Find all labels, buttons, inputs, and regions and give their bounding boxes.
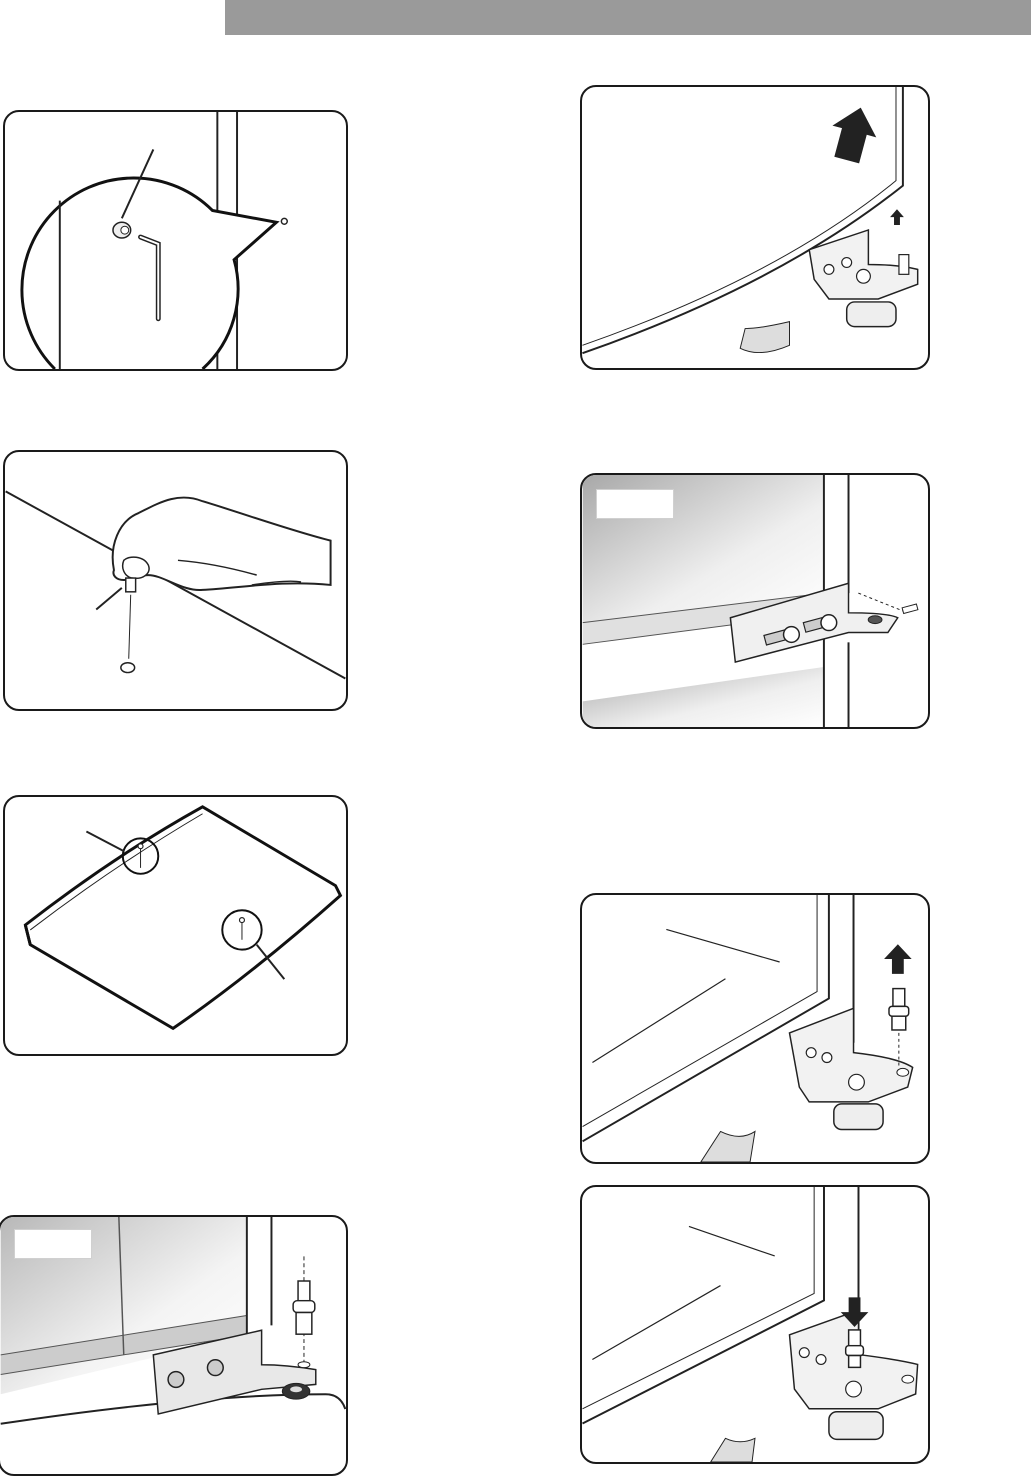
washer-icon [282,1383,310,1399]
figure-bottom-hinge-pin [0,1215,348,1476]
arrow-up-icon [884,944,912,974]
figure-label [14,1229,92,1259]
hinge-pin-icon [889,989,909,1068]
insert-pin-illustration [582,1187,928,1462]
remove-pin-illustration [582,895,928,1162]
lift-door-illustration [582,87,928,368]
arrow-up-icon [825,102,904,225]
door-panel-icon [25,807,340,1029]
header-bar [225,0,1031,35]
hinge-pin-icon [293,1256,315,1367]
figure-door-top-holes [3,795,348,1056]
hand-illustration [5,452,346,709]
leveling-foot-icon [847,302,896,327]
hinge-pin-icon [846,1330,864,1367]
screw-icon [858,593,918,613]
figure-remove-hinge-pin [580,893,930,1164]
figure-insert-hinge-pin [580,1185,930,1464]
door-panel-illustration [5,797,346,1054]
callout-icon [281,218,287,224]
figure-middle-hinge-bolts [580,473,930,729]
leveling-foot-icon [829,1412,883,1440]
figure-hinge-cap-removal [3,110,348,371]
hinge-cap-icon [113,222,131,238]
hinge-cap-illustration [5,112,346,369]
figure-lift-door-off [580,85,930,370]
leveling-foot-icon [834,1104,883,1130]
hinge-pin-icon [126,578,136,592]
hand-icon [113,498,331,590]
figure-label [596,489,674,519]
figure-hand-remove-pin [3,450,348,711]
